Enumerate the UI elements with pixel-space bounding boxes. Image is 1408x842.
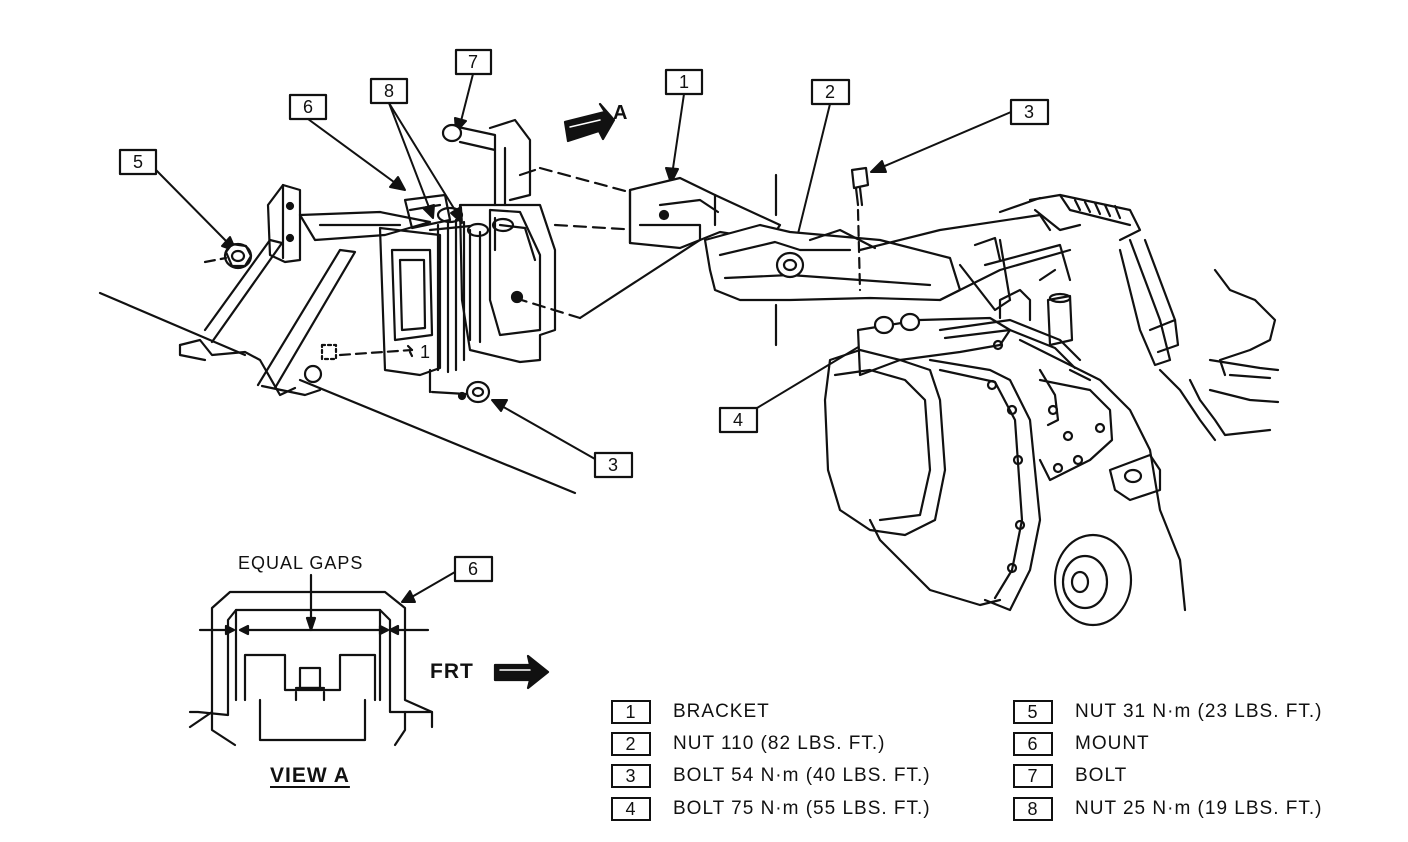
legend-number: 5 (1013, 700, 1053, 724)
callout-box-6: 6 (288, 93, 328, 121)
svg-text:4: 4 (733, 410, 743, 430)
svg-text:3: 3 (608, 455, 618, 475)
callout-box-3-top: 3 (1009, 98, 1050, 126)
legend-number: 3 (611, 764, 651, 788)
callout-box-3-bottom: 3 (593, 451, 634, 479)
callout-box-8: 8 (369, 77, 409, 105)
callout-box-1: 1 (664, 68, 704, 96)
legend-number: 8 (1013, 797, 1053, 821)
view-a-arrow-icon (563, 102, 616, 143)
svg-text:7: 7 (468, 52, 478, 72)
legend-number: 1 (611, 700, 651, 724)
legend-text: NUT 25 N·m (19 LBS. FT.) (1075, 798, 1323, 819)
nut-5-icon (223, 242, 253, 270)
legend-number: 7 (1013, 764, 1053, 788)
callout-box-4: 4 (718, 406, 759, 434)
callout-box-2: 2 (810, 78, 851, 106)
legend-text: NUT 110 (82 LBS. FT.) (673, 733, 886, 754)
nut-2-icon (775, 251, 805, 279)
svg-text:5: 5 (133, 152, 143, 172)
svg-text:6: 6 (468, 559, 478, 579)
svg-text:1: 1 (420, 342, 430, 362)
bolt-7-icon (441, 118, 537, 207)
svg-text:3: 3 (1024, 102, 1034, 122)
svg-text:1: 1 (679, 72, 689, 92)
legend-number: 4 (611, 797, 651, 821)
legend-number: 6 (1013, 732, 1053, 756)
legend-text: BOLT 54 N·m (40 LBS. FT.) (673, 765, 931, 786)
callout-box-6-view: 6 (453, 555, 494, 583)
left-mount-assembly: 1 (98, 118, 702, 495)
bolt-3-bottom-icon (428, 368, 491, 404)
bolt-4-icon (873, 312, 921, 335)
legend-number: 2 (611, 732, 651, 756)
front-arrow-icon (493, 654, 550, 690)
legend-text: BRACKET (673, 701, 770, 722)
equal-gaps-label: EQUAL GAPS (238, 553, 364, 573)
view-a-title: VIEW A (270, 764, 350, 787)
legend-text: BOLT 75 N·m (55 LBS. FT.) (673, 798, 931, 819)
legend-text: MOUNT (1075, 733, 1150, 754)
svg-text:2: 2 (825, 82, 835, 102)
callout-box-5: 5 (118, 148, 158, 176)
engine-bracket (703, 166, 1180, 367)
legend-text: NUT 31 N·m (23 LBS. FT.) (1075, 701, 1323, 722)
callout-box-7: 7 (454, 48, 493, 76)
svg-text:8: 8 (384, 81, 394, 101)
legend-text: BOLT (1075, 765, 1128, 786)
arrow-a-label: A (613, 102, 628, 124)
wheel-well-outline (1158, 268, 1280, 442)
flywheel-icon (1053, 533, 1133, 627)
front-label: FRT (430, 660, 474, 683)
svg-text:6: 6 (303, 97, 313, 117)
transmission-housing (823, 288, 1187, 627)
view-a-detail (188, 573, 434, 747)
